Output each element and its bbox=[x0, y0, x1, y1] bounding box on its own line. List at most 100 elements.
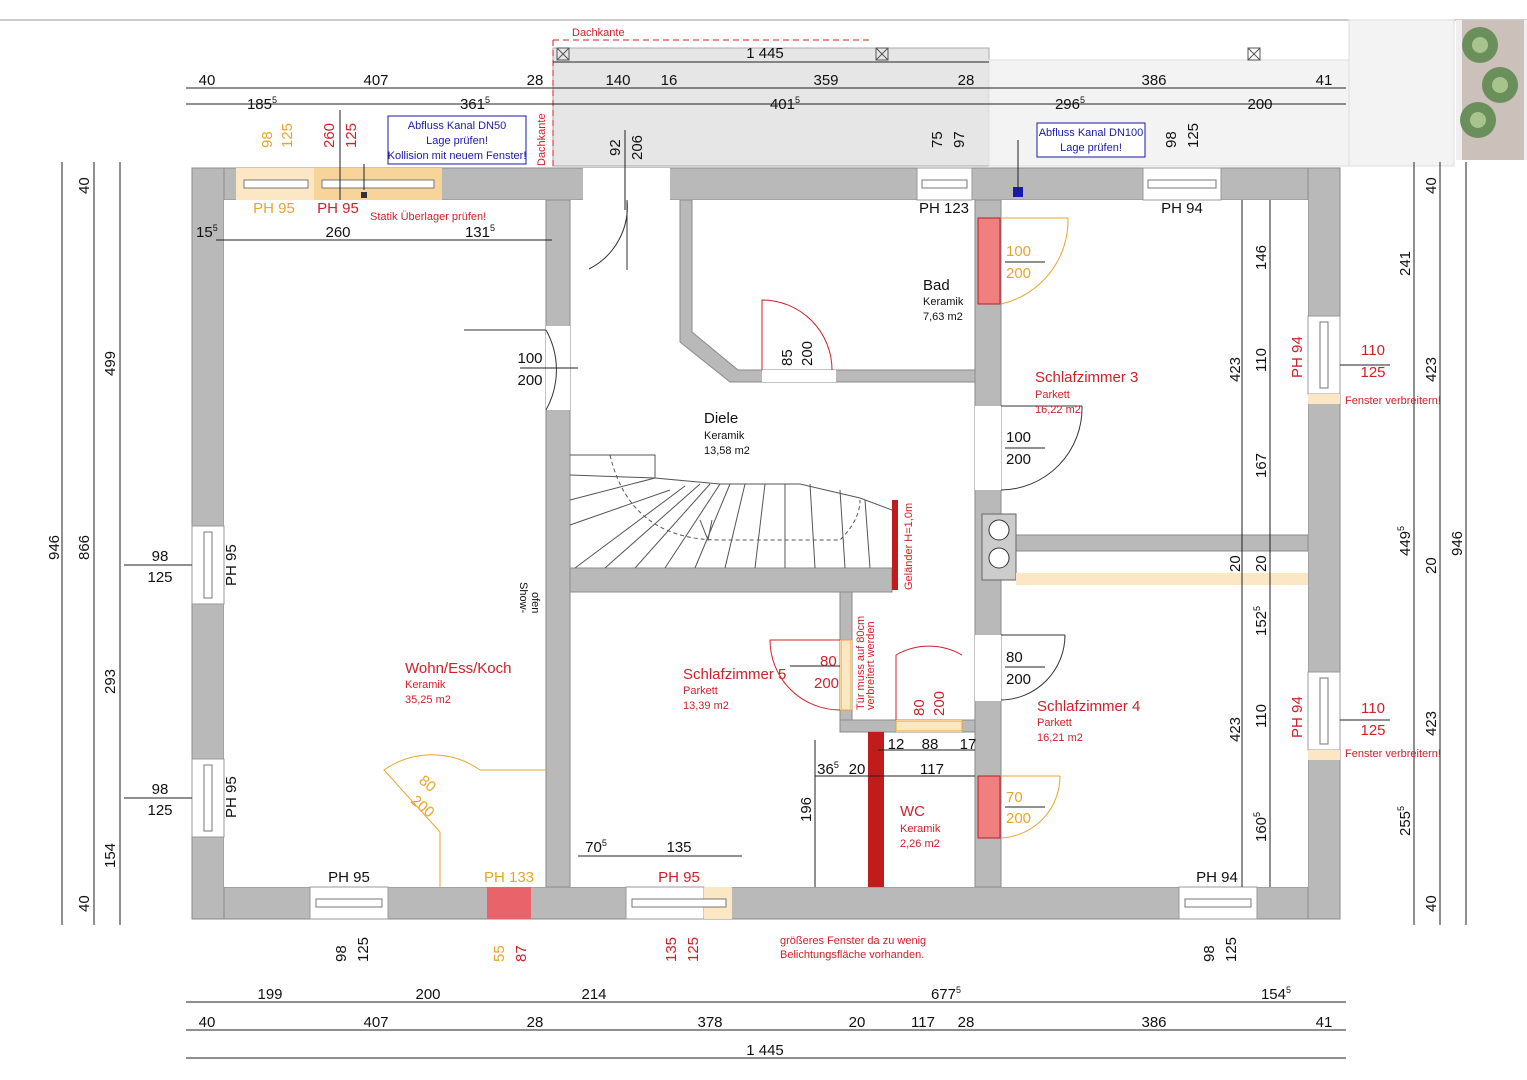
dim-left-seg0: 40 bbox=[76, 177, 93, 194]
dim-left-inner: 866 bbox=[76, 535, 93, 560]
walls bbox=[191, 167, 1341, 920]
svg-text:Keramik: Keramik bbox=[704, 430, 745, 442]
dim-bot-r2-2: 28 bbox=[527, 1014, 544, 1031]
dim-right-a3: 4495 bbox=[1396, 526, 1414, 556]
dim-bot-r1-a: 199 bbox=[257, 986, 282, 1003]
svg-text:Abfluss Kanal DN50: Abfluss Kanal DN50 bbox=[408, 120, 506, 132]
plant-icon bbox=[1456, 20, 1527, 160]
dim-right-a7: 423 bbox=[1423, 711, 1440, 736]
groesseres-note-2: Belichtungsfläche vorhanden. bbox=[780, 949, 924, 961]
dachkante-side-label: Dachkante bbox=[536, 113, 548, 166]
dim-right-c0: 423 bbox=[1227, 357, 1244, 382]
win-left2: PH 95 bbox=[223, 776, 240, 818]
tuer-note-1: Tür muss auf 80cm bbox=[855, 616, 867, 710]
dim-bot4b: 125 bbox=[1223, 937, 1240, 962]
dim-right-a0: 40 bbox=[1423, 177, 1440, 194]
dim-right-b0: 146 bbox=[1253, 245, 1270, 270]
groesseres-note-1: größeres Fenster da zu wenig bbox=[780, 935, 926, 947]
svg-text:Bad: Bad bbox=[923, 277, 950, 294]
dim-bot-r2-8: 41 bbox=[1316, 1014, 1333, 1031]
dim-bot-r1-d: 6775 bbox=[931, 985, 961, 1003]
dim-bot1b: 125 bbox=[355, 937, 372, 962]
dim-top-r1-6: 28 bbox=[958, 72, 975, 89]
dim-top-r1-0: 40 bbox=[199, 72, 216, 89]
win-top1: PH 95 bbox=[253, 200, 295, 217]
abfluss-dn100-note: Abfluss Kanal DN100 Lage prüfen! bbox=[1036, 122, 1146, 158]
dim-wc200: 200 bbox=[931, 691, 948, 716]
dim-left-seg3: 154 bbox=[102, 843, 119, 868]
dim-top-r1-7: 386 bbox=[1141, 72, 1166, 89]
dim-wc20: 20 bbox=[849, 761, 866, 778]
svg-text:Parkett: Parkett bbox=[1037, 717, 1072, 729]
dim-sz3-100: 100 bbox=[1006, 429, 1031, 446]
dim-wc117: 117 bbox=[920, 761, 944, 778]
svg-text:Wohn/Ess/Koch: Wohn/Ess/Koch bbox=[405, 660, 511, 677]
dim-d100a: 100 bbox=[517, 350, 542, 367]
svg-text:Schlafzimmer 4: Schlafzimmer 4 bbox=[1037, 698, 1140, 715]
right-dimensions: 946 40 241 423 4495 20 2555 40 423 146 1… bbox=[1227, 177, 1466, 912]
tuer-note-2: verbreitert werden bbox=[865, 621, 877, 710]
win-bot1: PH 95 bbox=[328, 869, 370, 886]
dim-left-seg1: 499 bbox=[102, 351, 119, 376]
windows bbox=[191, 167, 1341, 920]
fenster-note-1: Fenster verbreitern! bbox=[1345, 395, 1441, 407]
dim-right-a6: 40 bbox=[1423, 895, 1440, 912]
fenster-note-2: Fenster verbreitern! bbox=[1345, 748, 1441, 760]
dim-top3a: 75 bbox=[929, 131, 946, 148]
dim-top-r1-1: 407 bbox=[363, 72, 388, 89]
dim-bot-r2-7: 386 bbox=[1141, 1014, 1166, 1031]
right-window-dims: 110 125 110 125 bbox=[1360, 342, 1385, 739]
showofen-label-1: Show- bbox=[517, 582, 529, 614]
dim-bot2a: 55 bbox=[491, 945, 508, 962]
svg-text:Keramik: Keramik bbox=[923, 296, 964, 308]
dim-131: 1315 bbox=[465, 223, 495, 241]
gelaender-note: Geländer H=1,0m bbox=[903, 503, 915, 590]
terrace-area bbox=[552, 19, 1455, 167]
dim-sz5-80: 80 bbox=[820, 653, 837, 670]
dim-right1b: 125 bbox=[1360, 364, 1385, 381]
room-bad: Bad Keramik 7,63 m2 bbox=[923, 277, 964, 323]
bottom-dimensions: 199 200 214 6775 1545 40 407 28 378 20 1… bbox=[199, 985, 1333, 1059]
dim-wc36: 365 bbox=[817, 760, 839, 778]
svg-text:13,39 m2: 13,39 m2 bbox=[683, 700, 729, 712]
dim-left1b: 125 bbox=[147, 569, 172, 586]
dim-top4a: 98 bbox=[1163, 131, 1180, 148]
dachkante-top-label: Dachkante bbox=[572, 27, 625, 39]
dim-left2b: 125 bbox=[147, 802, 172, 819]
dim-right2a: 110 bbox=[1361, 700, 1385, 717]
dim-right-a2: 423 bbox=[1423, 357, 1440, 382]
dim-right1a: 110 bbox=[1361, 342, 1385, 359]
dim-bot3b: 125 bbox=[685, 937, 702, 962]
svg-text:Parkett: Parkett bbox=[1035, 389, 1070, 401]
svg-text:Diele: Diele bbox=[704, 410, 738, 427]
dim-bad200: 200 bbox=[1006, 265, 1031, 282]
dim-15: 155 bbox=[196, 223, 218, 241]
dim-top-r2-b: 3615 bbox=[460, 95, 490, 113]
dim-left2a: 98 bbox=[152, 781, 169, 798]
dim-wc88: 88 bbox=[922, 736, 939, 753]
room-wc: WC Keramik 2,26 m2 bbox=[900, 803, 941, 850]
svg-text:2,26 m2: 2,26 m2 bbox=[900, 838, 940, 850]
dim-bot-r2-3: 378 bbox=[697, 1014, 722, 1031]
dim-top-r1-3: 140 bbox=[605, 72, 630, 89]
dim-wc17: 17 bbox=[960, 736, 977, 753]
dim-right-a5: 2555 bbox=[1396, 806, 1414, 836]
win-bot2: PH 133 bbox=[484, 869, 534, 886]
dim-right-b6: 1605 bbox=[1252, 812, 1270, 842]
dim-wc12: 12 bbox=[888, 736, 905, 753]
win-bot4: PH 94 bbox=[1196, 869, 1238, 886]
room-sz4: Schlafzimmer 4 Parkett 16,21 m2 bbox=[1037, 698, 1140, 744]
dim-top-r1-8: 41 bbox=[1316, 72, 1333, 89]
svg-text:Lage prüfen!: Lage prüfen! bbox=[426, 135, 488, 147]
dim-bot1a: 98 bbox=[333, 945, 350, 962]
dim-right-b5: 110 bbox=[1253, 704, 1270, 728]
dim-top1b: 125 bbox=[279, 123, 296, 148]
win-top4: PH 94 bbox=[1161, 200, 1203, 217]
win-left1: PH 95 bbox=[223, 544, 240, 586]
dim-top-door-b: 206 bbox=[629, 135, 646, 160]
window-labels: PH 95 PH 95 PH 123 PH 94 PH 95 PH 95 PH … bbox=[223, 200, 1306, 886]
win-right1: PH 94 bbox=[1289, 336, 1306, 378]
svg-text:7,63 m2: 7,63 m2 bbox=[923, 311, 963, 323]
abfluss-dn50-note: Abfluss Kanal DN50 Lage prüfen! Kollisio… bbox=[387, 115, 527, 165]
